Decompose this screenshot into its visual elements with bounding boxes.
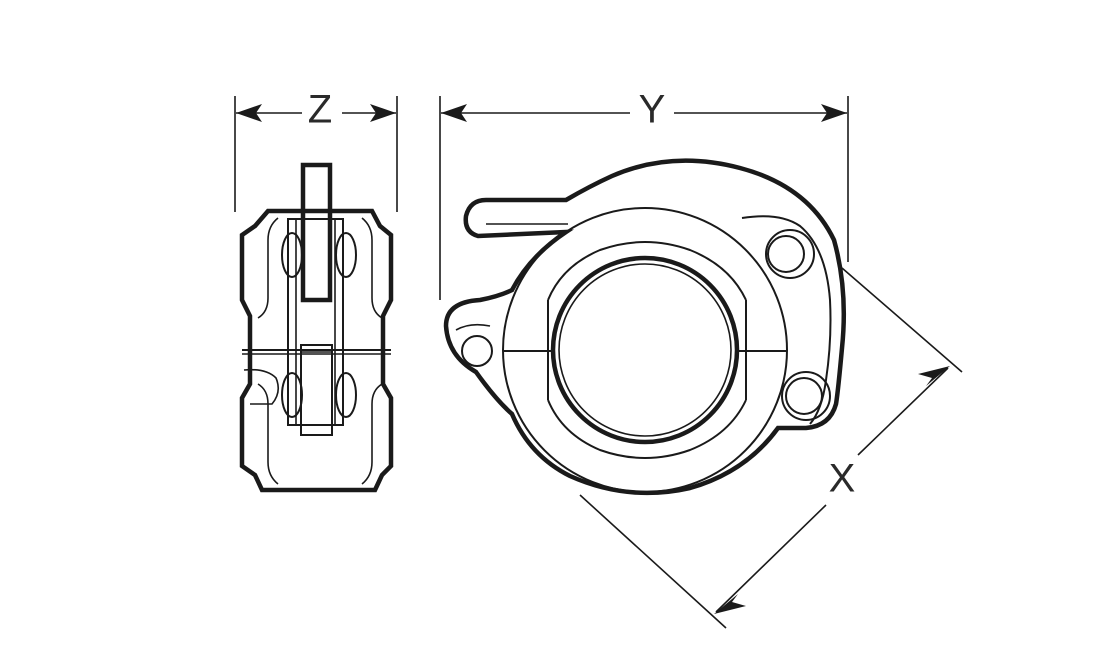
z-arrow-left (236, 104, 262, 122)
side-view-boss-upper-left (281, 232, 303, 278)
y-label: Y (639, 88, 666, 132)
front-view-bore (550, 255, 740, 445)
front-view-housing-edge (741, 215, 832, 425)
clamp-side-view (239, 162, 394, 493)
side-view-boss-lower-right (335, 372, 357, 418)
x-extension-upper (841, 267, 963, 373)
side-view-boss-upper-right (335, 232, 357, 278)
front-view-bolt-lower (785, 377, 823, 415)
side-view-body (239, 208, 394, 493)
y-dimension: Y (439, 88, 849, 300)
front-view-flange-ring (547, 241, 747, 459)
front-view-bolt-boss-upper (765, 229, 815, 279)
side-view-boss-lower-left (281, 372, 303, 418)
x-dimension: X (579, 267, 963, 629)
side-view-lever-handle (300, 162, 333, 303)
x-arrow-lower (714, 594, 746, 614)
side-view-lever-plate-inner (295, 218, 336, 426)
y-arrow-right (821, 104, 847, 122)
x-label: X (829, 457, 856, 501)
x-dim-line-lower (715, 504, 827, 613)
z-arrow-right (370, 104, 396, 122)
x-extension-lower (579, 494, 727, 629)
front-view-hinge-ear-edge (455, 323, 491, 331)
front-view-hinge-pin (461, 335, 493, 367)
x-arrow-upper (918, 366, 950, 386)
z-label: Z (308, 88, 332, 132)
side-view-inner-relief (257, 217, 383, 485)
x-dim-line-upper (857, 367, 949, 456)
clamp-front-view (443, 158, 847, 496)
front-view-bolt-boss-lower (781, 371, 831, 421)
front-view-bore-inner (558, 263, 732, 437)
z-dimension: Z (234, 88, 398, 212)
side-view-lever-link (300, 344, 333, 436)
side-view-detail (243, 368, 280, 405)
front-view-bolt-upper (767, 235, 805, 273)
y-arrow-left (441, 104, 467, 122)
